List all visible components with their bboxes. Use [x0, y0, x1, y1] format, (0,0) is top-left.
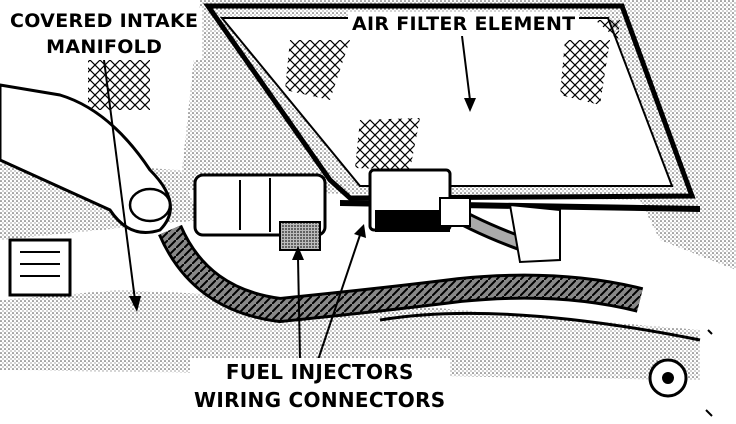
connector-right-body [375, 210, 450, 232]
manifold-arrowhead [129, 296, 141, 312]
injectors-label-line1: FUEL INJECTORS [225, 360, 414, 384]
injector-leader-2 [317, 234, 361, 361]
connector-right-clip [439, 197, 471, 227]
injector-arrowhead-1 [292, 246, 304, 260]
lower-hose [379, 311, 701, 342]
manifold-label: COVERED INTAKE MANIFOLD [6, 8, 203, 60]
connector-left-lock [279, 221, 321, 251]
hand [0, 83, 172, 234]
connector-left-ribs [239, 178, 271, 232]
filter-mesh-right [560, 40, 610, 105]
manifold-leader [103, 59, 136, 301]
manifold-rail [0, 290, 700, 380]
edge-marks [705, 329, 713, 417]
air-filter-leader [461, 35, 471, 101]
injector-arrowhead-2 [354, 224, 366, 238]
injectors-label-line2: WIRING CONNECTORS [194, 388, 446, 412]
air-filter-frame-outer [203, 3, 696, 201]
filter-mesh-manifold [88, 60, 150, 110]
filter-mesh-center [355, 118, 420, 170]
injector-connector-left [193, 173, 327, 237]
thumbnail [128, 187, 172, 223]
manifold-bracket [8, 238, 72, 297]
air-filter-label: AIR FILTER ELEMENT [348, 12, 580, 36]
injectors-label: FUEL INJECTORS WIRING CONNECTORS [190, 358, 450, 414]
air-filter-arrowhead [464, 98, 476, 112]
wiring-harness-pattern [160, 225, 643, 321]
injector-leader-1 [297, 257, 301, 361]
filter-mesh-corner [595, 20, 620, 40]
manifold-bracket-slots [20, 251, 60, 277]
fuel-rail-bracket [508, 203, 561, 264]
manifold-label-line1: COVERED INTAKE [10, 10, 199, 32]
manifold-label-line2: MANIFOLD [46, 36, 163, 58]
filter-mesh-left [285, 40, 350, 100]
hex-nut-center [662, 372, 674, 384]
